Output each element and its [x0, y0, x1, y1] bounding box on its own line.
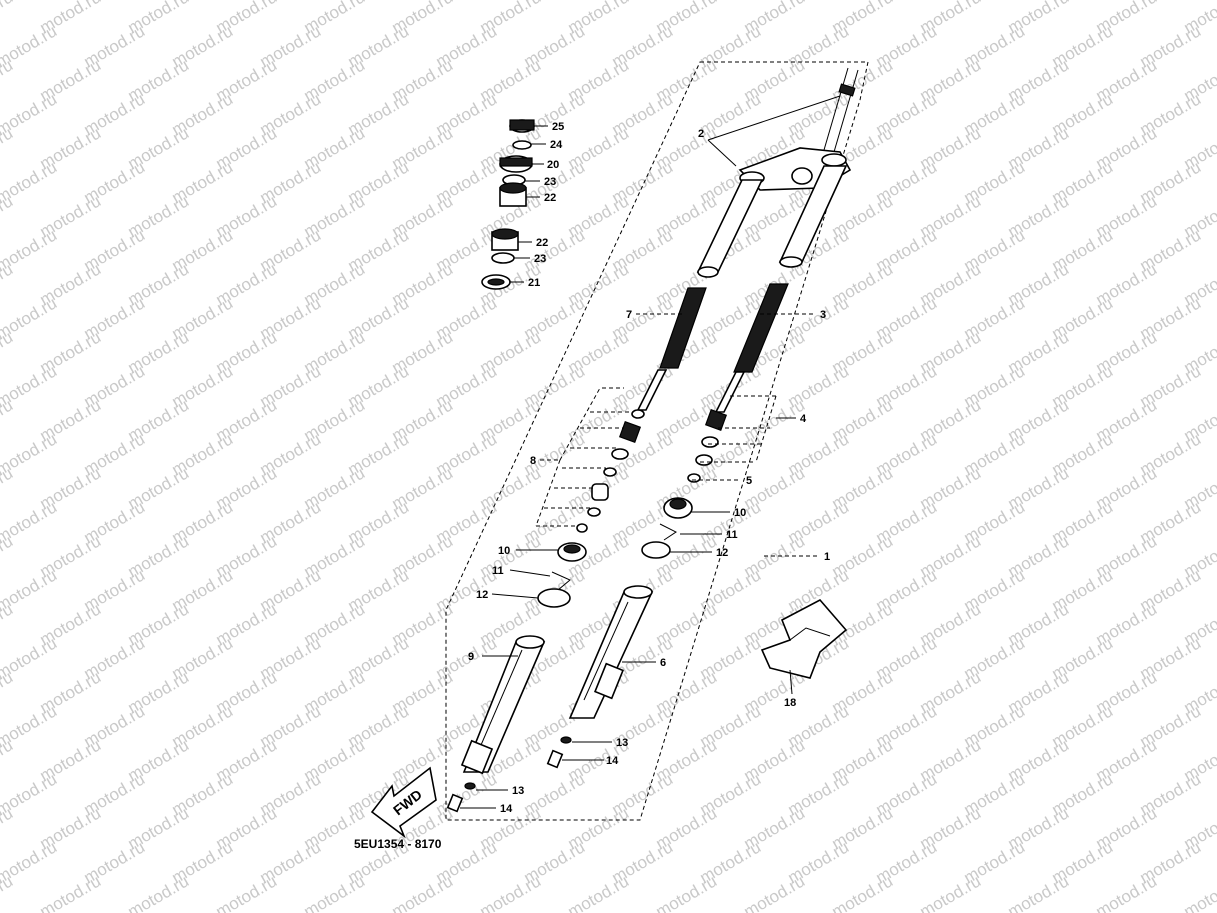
callout-25: 25	[552, 121, 564, 133]
damper-parts-left	[576, 409, 645, 533]
oil-seal-group-right	[641, 497, 693, 559]
watermark-text: motod.ru	[829, 871, 897, 913]
callout-2: 2	[698, 128, 704, 140]
steering-leader-lines	[510, 125, 548, 283]
callout-23-upper: 23	[544, 176, 556, 188]
damper-rod-left	[636, 369, 668, 411]
callout-12-right: 12	[716, 547, 728, 559]
oil-seal-group-left	[537, 542, 587, 608]
callout-13-left: 13	[512, 785, 524, 797]
callout-22-upper: 22	[544, 192, 556, 204]
callout-4: 4	[800, 413, 807, 425]
fork-spring-right	[733, 283, 789, 373]
callout-6: 6	[660, 657, 666, 669]
callout-18: 18	[784, 697, 796, 709]
callout-7: 7	[626, 309, 632, 321]
main-leader-lines	[460, 95, 841, 809]
watermark-text: motod.ru	[917, 871, 985, 913]
callout-23-lower: 23	[534, 253, 546, 265]
fork-spring-left	[659, 287, 707, 369]
drain-bolts	[446, 736, 572, 813]
outer-tube-right	[568, 585, 654, 719]
watermark-text: motod.ru	[1093, 871, 1161, 913]
watermark-text: motod.ru	[301, 871, 369, 913]
callout-20: 20	[547, 159, 559, 171]
damper-parts-right	[687, 408, 728, 483]
diagram-code: 5EU1354 - 8170	[354, 837, 442, 851]
callout-10-left: 10	[498, 545, 510, 557]
callout-labels: 25 24 20 23 22 22 23 21 2 7 3 4 8 5 10 1…	[468, 121, 830, 815]
callout-8: 8	[530, 455, 536, 467]
watermark-text: motod.ru	[653, 871, 721, 913]
fork-guard-bracket	[760, 598, 848, 679]
callout-14-right: 14	[606, 755, 619, 767]
watermark-text: motod.ru	[1005, 871, 1073, 913]
damper-rod-right	[714, 371, 746, 413]
watermark-text: motod.ru	[389, 871, 457, 913]
callout-14-left: 14	[500, 803, 513, 815]
inner-tube-right	[778, 165, 848, 268]
outer-tube-left	[460, 635, 546, 775]
watermark-text: motod.ru	[125, 871, 193, 913]
callout-10-right: 10	[734, 507, 746, 519]
callout-9: 9	[468, 651, 474, 663]
watermark-text: motod.ru	[741, 871, 809, 913]
callout-11-left: 11	[492, 565, 504, 577]
inner-tube-left	[696, 179, 764, 278]
callout-13-right: 13	[616, 737, 628, 749]
watermark-text: motod.ru	[565, 871, 633, 913]
callout-12-left: 12	[476, 589, 488, 601]
watermark-text: motod.ru	[477, 871, 545, 913]
callout-5: 5	[746, 475, 752, 487]
watermark-text: motod.ru	[1181, 871, 1217, 913]
callout-24: 24	[550, 139, 563, 151]
steering-bearing-group	[481, 119, 535, 290]
watermark-text: motod.ru	[37, 871, 105, 913]
callout-22-lower: 22	[536, 237, 548, 249]
watermark-text: motod.ru	[213, 871, 281, 913]
watermark-text: motod.ru	[0, 0, 16, 37]
callout-21: 21	[528, 277, 540, 289]
callout-11-right: 11	[726, 529, 738, 541]
callout-3: 3	[820, 309, 826, 321]
callout-1: 1	[824, 551, 830, 563]
assembly-outline	[445, 61, 869, 821]
